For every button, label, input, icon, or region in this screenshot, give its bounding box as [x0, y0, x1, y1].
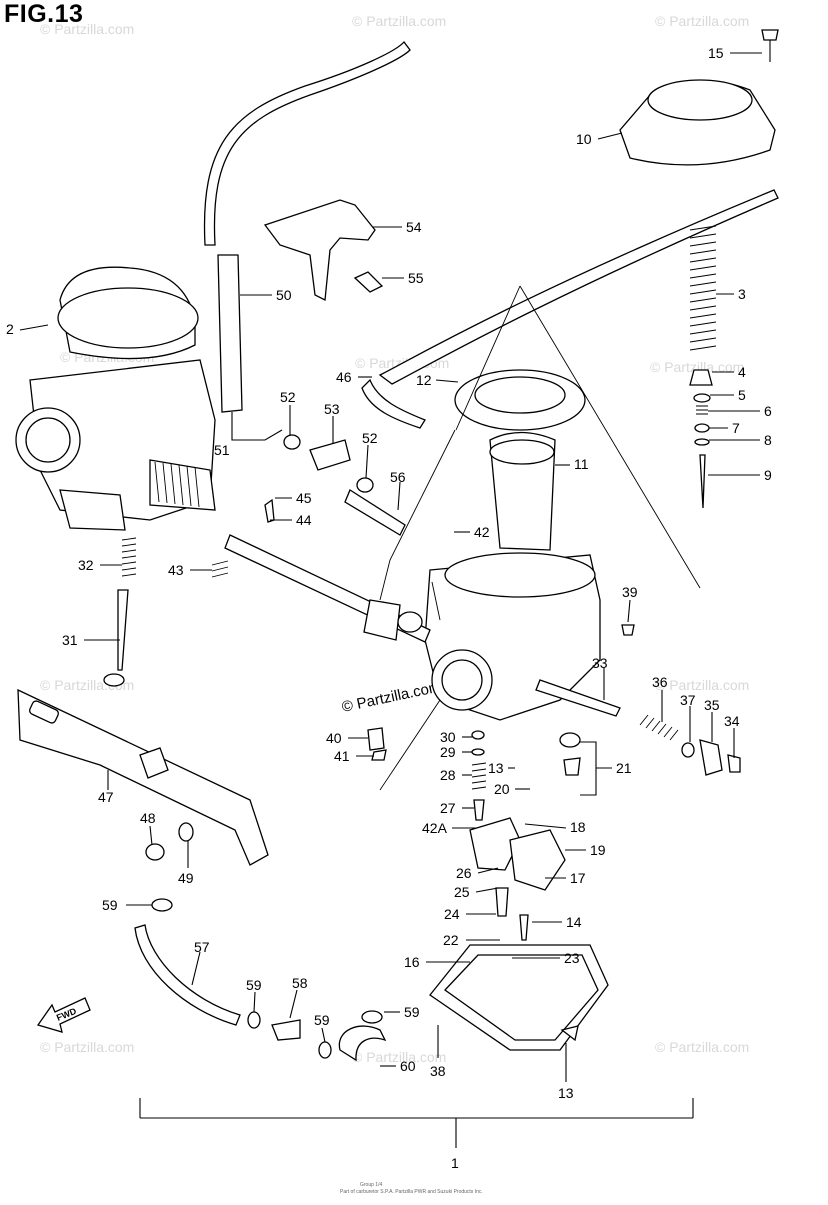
callout-36: 36	[652, 674, 668, 690]
assembly-bracket: 1	[139, 1098, 694, 1171]
callout-4: 4	[738, 364, 746, 380]
watermarks: © Partzilla.com © Partzilla.com © Partzi…	[40, 13, 749, 1065]
assembly-label: 1	[451, 1155, 459, 1171]
watermark-text: © Partzilla.com	[655, 13, 749, 29]
guide-lines	[379, 285, 701, 791]
callout-7: 7	[732, 420, 740, 436]
footer-line: Group 1/4	[360, 1182, 382, 1188]
hose-illustration	[203, 40, 779, 429]
callout-3: 3	[738, 286, 746, 302]
callout-28: 28	[440, 767, 456, 783]
callout-60: 60	[400, 1058, 416, 1074]
bracket-illustration	[263, 199, 384, 302]
float-bowl-illustration	[429, 730, 609, 1051]
callout-39: 39	[622, 584, 638, 600]
forward-arrow-icon: FWD	[36, 997, 91, 1033]
callout-30: 30	[440, 729, 456, 745]
callout-13: 13	[488, 760, 504, 776]
callout-9: 9	[764, 467, 772, 483]
watermark-text: © Partzilla.com	[650, 359, 744, 375]
callout-20: 20	[494, 781, 510, 797]
callout-50: 50	[276, 287, 292, 303]
callout-55: 55	[408, 270, 424, 286]
callout-45: 45	[296, 490, 312, 506]
callout-35: 35	[704, 697, 720, 713]
callout-14: 14	[566, 914, 582, 930]
callout-38: 38	[430, 1063, 446, 1079]
callout-54: 54	[406, 219, 422, 235]
callout-layer: 2 3 4 5 6 7 8 9 10 1	[6, 45, 772, 1101]
callout-27: 27	[440, 800, 456, 816]
watermark-text: © Partzilla.com	[655, 677, 749, 693]
watermark-text: © Partzilla.com	[40, 1039, 134, 1055]
side-parts-illustration	[367, 624, 741, 776]
callout-2: 2	[6, 321, 14, 337]
copyright-mark: © Partzilla.com	[340, 678, 442, 716]
callout-25: 25	[454, 884, 470, 900]
callout-42: 42	[474, 524, 490, 540]
left-carburetor-illustration	[15, 266, 216, 531]
callout-16: 16	[404, 954, 420, 970]
callout-59: 59	[404, 1004, 420, 1020]
callout-43: 43	[168, 562, 184, 578]
callout-42a: 42A	[422, 820, 448, 836]
callout-49: 49	[178, 870, 194, 886]
figure-title: FIG.13	[4, 0, 84, 28]
callout-22: 22	[443, 932, 459, 948]
callout-40: 40	[326, 730, 342, 746]
linkage-illustration	[211, 434, 431, 643]
watermark-text: © Partzilla.com	[655, 1039, 749, 1055]
callout-19: 19	[590, 842, 606, 858]
callout-11: 11	[574, 456, 589, 472]
footer-line: Part of carburetor S.P.A. Partzilla PWR …	[340, 1189, 483, 1195]
callout-8: 8	[764, 432, 772, 448]
callout-31: 31	[62, 632, 78, 648]
watermark-text: © Partzilla.com	[352, 13, 446, 29]
callout-23: 23	[564, 950, 580, 966]
callout-37: 37	[680, 692, 696, 708]
needle-illustration	[689, 225, 717, 509]
callout-5: 5	[738, 387, 746, 403]
callout-26: 26	[456, 865, 472, 881]
callout-48: 48	[140, 810, 156, 826]
callout-51: 51	[214, 442, 230, 458]
callout-17: 17	[570, 870, 586, 886]
callout-18: 18	[570, 819, 586, 835]
callout-33: 33	[592, 655, 608, 671]
callout-41: 41	[334, 748, 350, 764]
callout-59: 59	[102, 897, 118, 913]
watermark-text: © Partzilla.com	[352, 1049, 446, 1065]
right-carburetor-illustration	[424, 552, 621, 721]
callout-47: 47	[98, 789, 114, 805]
callout-21: 21	[616, 760, 632, 776]
callout-59: 59	[314, 1012, 330, 1028]
mount-bracket-illustration	[17, 688, 269, 866]
top-cap-illustration	[619, 29, 779, 166]
callout-56: 56	[390, 469, 406, 485]
pilot-screw-illustration	[103, 537, 137, 687]
callout-10: 10	[576, 131, 592, 147]
callout-58: 58	[292, 975, 308, 991]
callout-52: 52	[280, 389, 296, 405]
callout-46: 46	[336, 369, 352, 385]
callout-59: 59	[246, 977, 262, 993]
callout-6: 6	[764, 403, 772, 419]
diaphragm-illustration	[454, 369, 586, 551]
callout-29: 29	[440, 744, 456, 760]
callout-32: 32	[78, 557, 94, 573]
callout-52: 52	[362, 430, 378, 446]
watermark-text: © Partzilla.com	[40, 21, 134, 37]
callout-57: 57	[194, 939, 210, 955]
callout-24: 24	[444, 906, 460, 922]
callout-44: 44	[296, 512, 312, 528]
callout-53: 53	[324, 401, 340, 417]
callout-13: 13	[558, 1085, 574, 1101]
callout-15: 15	[708, 45, 724, 61]
callout-12: 12	[416, 372, 432, 388]
callout-34: 34	[724, 713, 740, 729]
drain-hose-illustration	[134, 898, 387, 1062]
